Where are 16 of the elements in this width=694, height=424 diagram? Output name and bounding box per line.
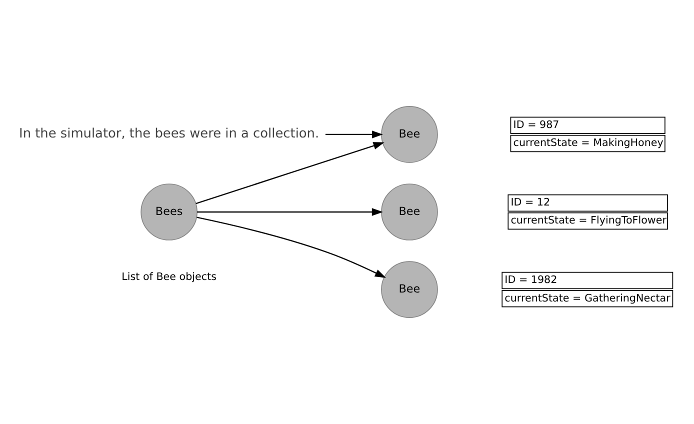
arrow [197,208,383,216]
node-label: currentState = MakingHoney [513,137,664,150]
node-label: currentState = GatheringNectar [504,292,670,304]
node-text: In the simulator, the bees were in a collection. [19,126,320,142]
node-label: ID = 987 [513,119,560,132]
node-label: List of Bee objects [122,271,217,284]
node-circle: Bee [381,106,438,163]
node-label: currentState = FlyingToFlower [510,214,666,227]
arrow [196,142,384,204]
node-label: ID = 12 [510,196,550,209]
node-label: ID = 1982 [504,274,558,286]
arrow [325,130,383,138]
arrow [196,216,386,278]
node-circle: Bee [381,184,438,240]
node-circle: Bees [140,184,198,240]
node-circle: Bee [381,261,438,318]
